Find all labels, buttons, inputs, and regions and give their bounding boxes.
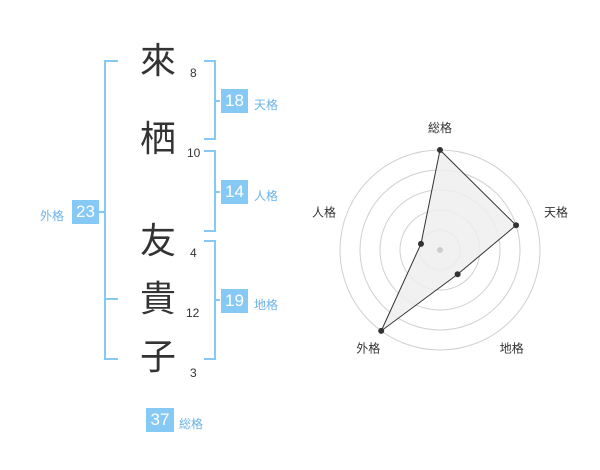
stroke-count-4: 12: [186, 306, 200, 320]
radar-axis-label: 総格: [428, 120, 452, 135]
jinkaku-value: 14: [221, 180, 248, 204]
radar-point: [513, 222, 520, 229]
jinkaku-bracket-tick: [216, 191, 220, 193]
chikaku-bracket-tick: [216, 299, 220, 301]
soukaku-label: 総格: [179, 417, 204, 431]
gaikaku-label: 外格: [40, 209, 65, 223]
radar-point: [454, 271, 461, 278]
radar-axis-label: 人格: [312, 204, 336, 219]
radar-axis-label: 外格: [356, 341, 380, 356]
radar-point: [417, 240, 424, 247]
radar-point: [437, 147, 443, 153]
stroke-count-5: 3: [190, 366, 197, 380]
tenkaku-label: 天格: [254, 98, 279, 112]
name-char-4: 貴: [139, 279, 176, 320]
name-char-5: 子: [139, 337, 176, 378]
chikaku-bracket: [204, 240, 216, 360]
name-char-2: 栖: [139, 119, 176, 160]
tenkaku-bracket: [204, 60, 216, 140]
radar-axis-label: 天格: [544, 204, 568, 219]
tenkaku-value: 18: [221, 89, 248, 113]
name-char-3: 友: [139, 221, 176, 262]
jinkaku-label: 人格: [254, 189, 279, 203]
gaikaku-bracket-tick: [98, 211, 104, 213]
stroke-count-1: 8: [190, 66, 197, 80]
radar-point: [378, 327, 385, 334]
radar-polygon: [380, 148, 517, 332]
radar-center-point: [437, 247, 443, 253]
soukaku-value: 37: [146, 408, 174, 432]
tenkaku-bracket-tick: [216, 100, 220, 102]
jinkaku-bracket: [204, 150, 216, 232]
gaikaku-bracket-divider: [104, 298, 118, 300]
chikaku-value: 19: [221, 289, 248, 313]
gaikaku-value: 23: [72, 200, 99, 224]
stroke-count-2: 10: [187, 146, 201, 160]
radar-axis-label: 地格: [500, 341, 524, 356]
stroke-count-3: 4: [190, 246, 197, 260]
name-char-1: 來: [139, 41, 176, 82]
gaikaku-bracket: [104, 60, 118, 360]
chikaku-label: 地格: [254, 298, 279, 312]
